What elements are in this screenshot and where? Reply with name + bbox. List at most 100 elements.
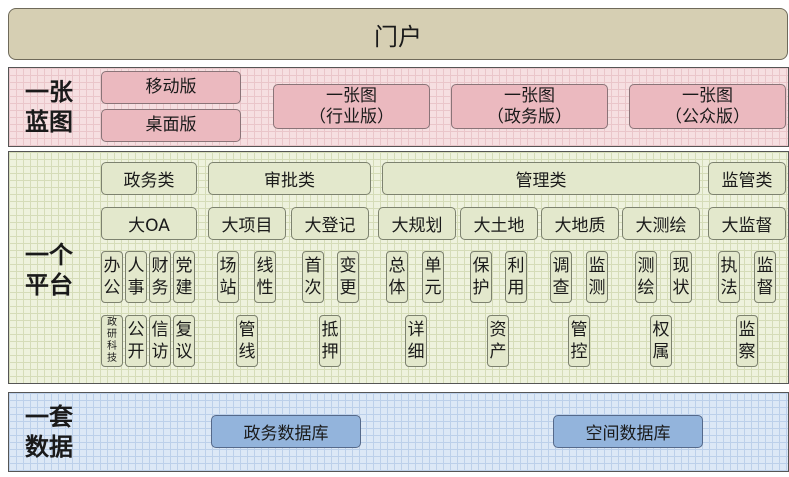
map-government-box[interactable]: 一张图 （政务版） — [451, 84, 608, 129]
category-management[interactable]: 管理类 — [382, 162, 700, 195]
module-char: 更 — [339, 278, 357, 298]
module-char: 性 — [256, 278, 274, 298]
module-char: 开 — [127, 342, 145, 362]
portal-bar[interactable]: 门户 — [8, 8, 788, 60]
module-char: 监 — [588, 256, 606, 276]
module-char: 押 — [321, 342, 339, 362]
module-char: 察 — [738, 342, 756, 362]
module-detailed[interactable]: 详细 — [405, 315, 427, 367]
platform-title-line2: 平台 — [25, 271, 73, 299]
system-registration[interactable]: 大登记 — [291, 207, 369, 240]
module-char: 访 — [151, 342, 169, 362]
module-char: 抵 — [321, 320, 339, 340]
data-title-line2: 数据 — [25, 433, 73, 461]
module-char: 体 — [388, 278, 406, 298]
desktop-version-label: 桌面版 — [145, 115, 197, 135]
system-surveying[interactable]: 大测绘 — [622, 207, 700, 240]
module-char: 利 — [507, 256, 525, 276]
category-government[interactable]: 政务类 — [101, 162, 197, 195]
module-mortgage[interactable]: 抵押 — [319, 315, 341, 367]
module-petition[interactable]: 信访 — [149, 315, 171, 367]
system-supervision-label: 大监督 — [721, 216, 773, 236]
module-enforcement[interactable]: 执法 — [718, 251, 740, 303]
category-supervision-label: 监管类 — [721, 171, 773, 191]
module-survey[interactable]: 调查 — [550, 251, 572, 303]
category-approval-label: 审批类 — [264, 171, 315, 191]
module-char: 变 — [339, 256, 357, 276]
module-disclosure[interactable]: 公开 — [125, 315, 147, 367]
module-char: 保 — [472, 256, 490, 276]
category-supervision[interactable]: 监管类 — [708, 162, 786, 195]
module-char: 产 — [489, 342, 507, 362]
module-protection[interactable]: 保护 — [470, 251, 492, 303]
system-geology[interactable]: 大地质 — [541, 207, 619, 240]
category-approval[interactable]: 审批类 — [208, 162, 371, 195]
module-char: 监 — [738, 320, 756, 340]
system-project[interactable]: 大项目 — [208, 207, 286, 240]
platform-title-line1: 一个 — [25, 241, 73, 269]
mobile-version-label: 移动版 — [145, 77, 197, 97]
module-personnel[interactable]: 人事 — [125, 251, 147, 303]
module-control[interactable]: 管控 — [568, 315, 590, 367]
data-title: 一套 数据 — [14, 397, 84, 467]
desktop-version-box[interactable]: 桌面版 — [101, 109, 241, 142]
platform-title: 一个 平台 — [14, 235, 84, 305]
module-char: 现 — [672, 256, 690, 276]
spatial-database-box[interactable]: 空间数据库 — [553, 415, 703, 448]
module-utilization[interactable]: 利用 — [505, 251, 527, 303]
module-char: 测 — [588, 278, 606, 298]
module-monitoring[interactable]: 监测 — [586, 251, 608, 303]
module-char: 政 — [107, 317, 117, 328]
module-char: 法 — [720, 278, 738, 298]
module-inspection[interactable]: 监察 — [736, 315, 758, 367]
map-public-box[interactable]: 一张图 （公众版） — [629, 84, 786, 129]
module-change[interactable]: 变更 — [337, 251, 359, 303]
module-char: 督 — [756, 278, 774, 298]
module-mapping[interactable]: 测绘 — [635, 251, 657, 303]
module-char: 查 — [552, 278, 570, 298]
module-char: 用 — [507, 278, 525, 298]
module-char: 办 — [103, 256, 121, 276]
blueprint-title: 一张 蓝图 — [14, 72, 84, 142]
system-planning[interactable]: 大规划 — [378, 207, 456, 240]
module-office[interactable]: 办公 — [101, 251, 123, 303]
map-public-line2: （公众版） — [665, 106, 750, 127]
module-overall[interactable]: 总体 — [386, 251, 408, 303]
map-industry-line2: （行业版） — [309, 106, 394, 127]
module-pipeline[interactable]: 管线 — [236, 315, 258, 367]
module-char: 单 — [424, 256, 442, 276]
module-status[interactable]: 现状 — [670, 251, 692, 303]
module-char: 管 — [238, 320, 256, 340]
map-public-line1: 一张图 — [682, 85, 733, 106]
map-industry-box[interactable]: 一张图 （行业版） — [273, 84, 430, 129]
module-first[interactable]: 首次 — [302, 251, 324, 303]
module-char: 护 — [472, 278, 490, 298]
module-char: 次 — [304, 278, 322, 298]
module-char: 属 — [652, 342, 670, 362]
module-char: 执 — [720, 256, 738, 276]
module-char: 财 — [151, 256, 169, 276]
module-char: 线 — [238, 342, 256, 362]
system-land[interactable]: 大土地 — [460, 207, 538, 240]
module-site[interactable]: 场站 — [217, 251, 239, 303]
module-unit[interactable]: 单元 — [422, 251, 444, 303]
module-finance[interactable]: 财务 — [149, 251, 171, 303]
mobile-version-box[interactable]: 移动版 — [101, 71, 241, 104]
system-supervision[interactable]: 大监督 — [708, 207, 786, 240]
module-ownership[interactable]: 权属 — [650, 315, 672, 367]
module-reconsideration[interactable]: 复议 — [173, 315, 195, 367]
module-char: 场 — [219, 256, 237, 276]
module-char: 线 — [256, 256, 274, 276]
module-char: 建 — [175, 278, 193, 298]
system-oa[interactable]: 大OA — [101, 207, 197, 240]
module-char: 测 — [637, 256, 655, 276]
module-char: 监 — [756, 256, 774, 276]
module-linear[interactable]: 线性 — [254, 251, 276, 303]
module-policy-research[interactable]: 政研科技 — [101, 315, 123, 367]
module-party[interactable]: 党建 — [173, 251, 195, 303]
module-char: 细 — [407, 342, 425, 362]
module-oversight[interactable]: 监督 — [754, 251, 776, 303]
module-char: 议 — [175, 342, 193, 362]
government-database-box[interactable]: 政务数据库 — [211, 415, 361, 448]
module-assets[interactable]: 资产 — [487, 315, 509, 367]
